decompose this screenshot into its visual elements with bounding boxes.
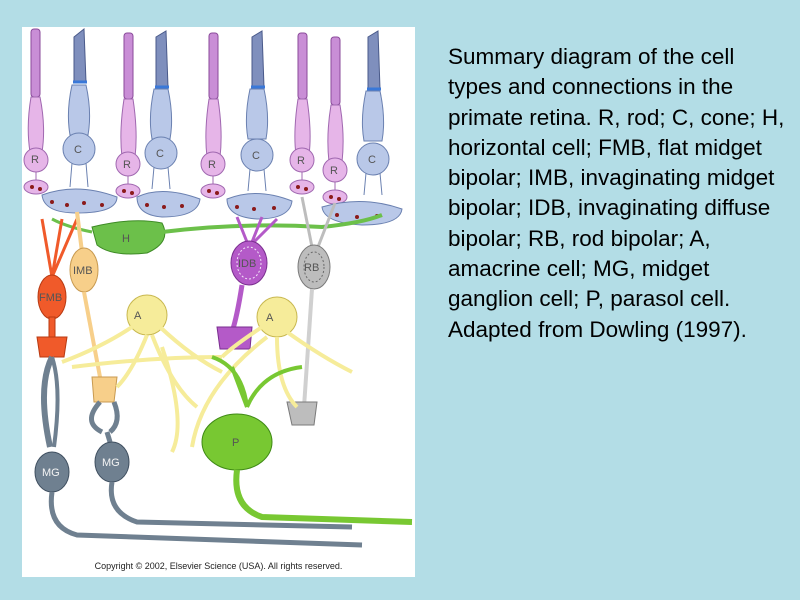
rod-outer-segments [30, 28, 341, 106]
cone-outer-segments [73, 27, 381, 90]
cone-label: C [252, 150, 260, 162]
amacrine-label: A [266, 312, 274, 324]
rod-outer-segment [208, 32, 219, 100]
fmb-label: FMB [39, 292, 62, 304]
invaginating-diffuse-bipolar [216, 216, 279, 350]
parasol-label: P [232, 437, 239, 449]
mg-label: MG [42, 467, 60, 479]
cell-labels: R R R R R C C C C H IMB FMB IDB RB A A M… [31, 144, 376, 479]
rod-outer-segment [30, 28, 41, 98]
imb-label: IMB [73, 265, 93, 277]
rod-outer-segment [330, 36, 341, 106]
cone-label: C [368, 154, 376, 166]
rod-label: R [31, 154, 39, 166]
cone-label: C [156, 148, 164, 160]
midget-ganglion-cells [34, 355, 363, 548]
caption-text: Summary diagram of the cell types and co… [448, 44, 785, 342]
cones [41, 84, 403, 226]
cilia-bands [73, 80, 381, 91]
retina-figure: R R R R R C C C C H IMB FMB IDB RB A A M… [22, 27, 415, 577]
rods [23, 96, 348, 205]
cone-outer-segment [73, 27, 87, 83]
rb-label: RB [304, 262, 319, 274]
rod-label: R [208, 159, 216, 171]
parasol-cell [201, 355, 413, 525]
rod-label: R [297, 155, 305, 167]
cone-label: C [74, 144, 82, 156]
copyright-notice: Copyright © 2002, Elsevier Science (USA)… [94, 561, 343, 571]
rod-outer-segment [297, 32, 308, 100]
rod-label: R [330, 165, 338, 177]
cone-outer-segment [367, 30, 381, 90]
synapse-dots [30, 185, 379, 219]
rod-outer-segment [123, 32, 134, 100]
amacrine-label: A [134, 310, 142, 322]
idb-label: IDB [238, 258, 256, 270]
amacrine-cells [61, 294, 353, 453]
cone-outer-segment [155, 30, 169, 88]
retina-diagram: R R R R R C C C C H IMB FMB IDB RB A A M… [23, 27, 413, 548]
horizontal-cell [51, 213, 383, 255]
horizontal-label: H [122, 233, 130, 245]
rod-bipolar [286, 196, 337, 426]
rod-label: R [123, 159, 131, 171]
flat-midget-bipolar [36, 218, 79, 358]
cone-outer-segment [251, 30, 265, 88]
mg-label: MG [102, 457, 120, 469]
